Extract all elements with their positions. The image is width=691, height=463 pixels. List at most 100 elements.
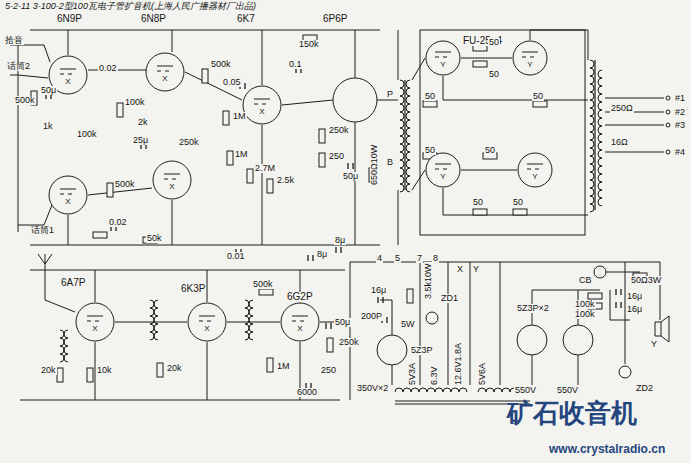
wire	[443, 76, 588, 100]
wire	[185, 72, 242, 100]
tube-marker: X	[297, 325, 302, 333]
component-label: 5W	[400, 320, 416, 329]
component-label: 100k	[574, 310, 596, 319]
component-label: CB	[578, 276, 593, 285]
component-label: 20k	[166, 364, 183, 373]
tube-outline	[48, 175, 88, 215]
component-label: 550V	[556, 386, 579, 395]
wire	[282, 100, 333, 105]
component-label: 8	[432, 254, 439, 263]
tube-envelope: X	[242, 85, 282, 125]
tube-symbol	[517, 325, 547, 355]
component-label: 500k	[114, 180, 136, 189]
tube-marker: Y	[440, 173, 445, 181]
component-label: 50	[424, 92, 436, 101]
component-label: Y	[472, 265, 480, 274]
tube-marker: Y	[527, 61, 532, 69]
component-label: 50	[488, 70, 500, 79]
component-label: 6K7	[236, 14, 256, 24]
indicator-symbol	[666, 96, 670, 100]
component-label: 50k	[146, 234, 163, 243]
component-label: 5	[394, 254, 401, 263]
component-label: 0.02	[108, 218, 128, 227]
component-label: 50	[424, 146, 436, 155]
wire	[172, 30, 173, 52]
wire	[88, 188, 152, 195]
component-label: 0.1	[288, 60, 303, 69]
transformer-coil	[150, 300, 154, 340]
tube-envelope: X	[75, 302, 115, 342]
transformer-coil	[400, 80, 404, 192]
tube-marker: Y	[532, 173, 537, 181]
component-label: 250k	[338, 338, 360, 347]
tube-symbol	[563, 325, 593, 355]
wire	[398, 30, 399, 80]
diagram-title: 5-2-11 3-100-2型100瓦电子管扩音机(上海人民广播器材厂出品)	[4, 2, 257, 11]
tube-outline	[425, 152, 461, 188]
capacitor-symbol	[378, 297, 383, 303]
resistor-symbol	[57, 368, 63, 382]
component-label: 50μ	[40, 86, 57, 95]
tube-outline	[152, 160, 192, 200]
resistor-symbol	[223, 111, 229, 125]
resistor-symbol	[473, 209, 487, 215]
transformer-coil	[64, 330, 68, 362]
component-label: #1	[674, 94, 686, 103]
component-label: #4	[674, 148, 686, 157]
component-label: 1M	[234, 150, 249, 159]
component-label: 500k	[210, 60, 232, 69]
tube-envelope: X	[152, 160, 192, 200]
component-label: #3	[674, 121, 686, 130]
capacitor-symbol	[308, 255, 313, 261]
tube-envelope: X	[187, 302, 227, 342]
component-label: 8μ	[334, 236, 346, 245]
wire	[68, 215, 69, 245]
resistor-symbol	[319, 129, 325, 143]
tube-envelope: Y	[425, 152, 461, 188]
component-label: 6.3V	[430, 365, 439, 386]
component-label: 6N9P	[56, 14, 83, 24]
wire	[227, 322, 280, 323]
antenna-symbol	[38, 254, 52, 264]
resistor-symbol	[202, 69, 208, 83]
wire	[262, 30, 263, 85]
resistor-symbol	[423, 101, 437, 107]
component-label: 6000	[296, 388, 318, 397]
component-label: 6G2P	[286, 292, 314, 302]
component-label: 2.7M	[254, 164, 276, 173]
transformer-coil	[598, 70, 602, 206]
component-label: 50	[512, 198, 524, 207]
resistor-symbol	[327, 338, 333, 352]
resistor-symbol	[247, 169, 253, 183]
transformer-coil	[249, 300, 253, 340]
wire	[500, 262, 501, 385]
component-label: 4	[376, 254, 383, 263]
component-label: 1k	[42, 122, 54, 131]
wire	[377, 100, 398, 101]
tube-outline	[512, 40, 548, 76]
component-label: 5Z3P	[410, 346, 434, 355]
tube-outline	[75, 302, 115, 342]
component-label: 0.01	[226, 252, 246, 261]
component-label: 500k	[252, 280, 274, 289]
component-label: Y	[650, 340, 658, 349]
tube-marker: Y	[440, 61, 445, 69]
component-label: 50	[532, 92, 544, 101]
component-label: 10k	[96, 366, 113, 375]
output-frame	[420, 30, 585, 235]
component-label: 6K3P	[180, 284, 206, 294]
tube-marker: X	[65, 78, 70, 86]
tube-symbol	[377, 335, 407, 365]
wire	[207, 270, 208, 302]
wire	[30, 30, 380, 31]
component-label: 12.6V1.8A	[454, 342, 463, 386]
resistor-symbol	[107, 183, 113, 197]
component-label: 25μ	[132, 136, 149, 145]
wire	[420, 262, 421, 385]
wire	[470, 262, 471, 385]
component-label: 16Ω	[610, 138, 629, 147]
tube-marker: X	[259, 108, 264, 116]
capacitor-symbol	[326, 323, 331, 329]
capacitor-symbol	[336, 247, 341, 253]
